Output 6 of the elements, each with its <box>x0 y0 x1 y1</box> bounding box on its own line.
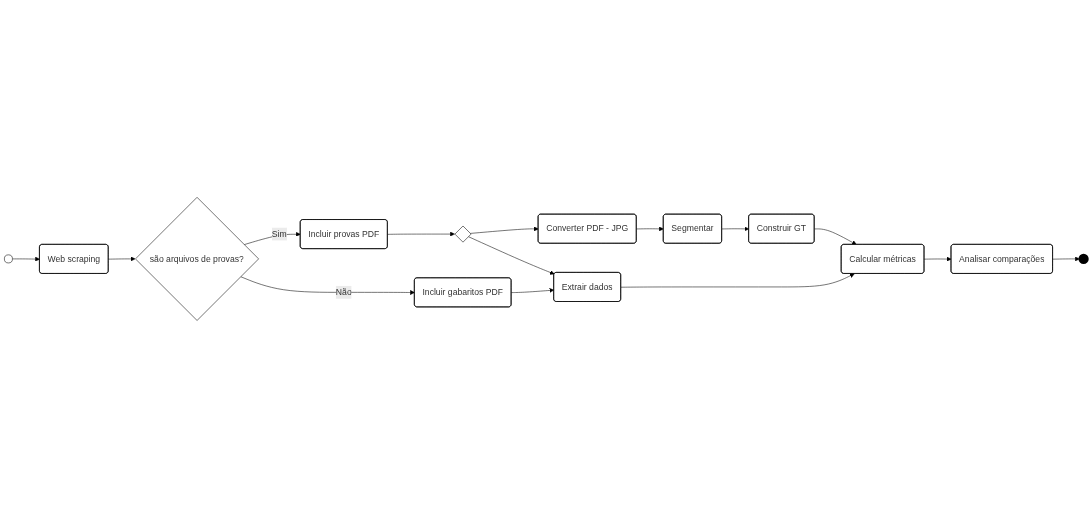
node-circle <box>4 254 13 263</box>
node-diamond: são arquivos de provas? <box>135 196 259 321</box>
edge-label: Não <box>335 287 352 297</box>
node-circle <box>1078 253 1089 264</box>
node-diamond <box>454 225 472 243</box>
edge-label: Sim <box>271 228 287 238</box>
